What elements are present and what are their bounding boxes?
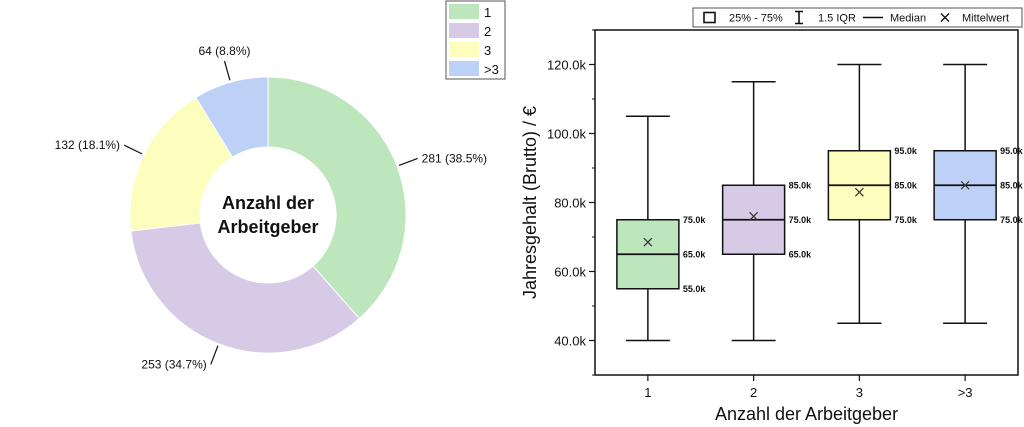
legend-label-3: >3	[484, 62, 499, 77]
donut-slice-label-3: 64 (8.8%)	[198, 44, 250, 58]
median-label-0: 65.0k	[683, 249, 707, 259]
mean-marker-2	[854, 187, 864, 197]
legend-label-0: 1	[484, 5, 491, 20]
x-tick-label-0: 1	[644, 385, 651, 400]
donut-leader-1	[210, 345, 219, 365]
q1-label-3: 75.0k	[1000, 215, 1024, 225]
legend-box-label: 25% - 75%	[729, 13, 783, 25]
donut-slice-1	[130, 222, 361, 354]
donut-center-label-line-0: Anzahl der	[222, 193, 314, 213]
legend-whisker-icon	[795, 10, 803, 25]
mean-marker-1	[749, 211, 759, 221]
legend-swatch-0	[449, 4, 479, 19]
mean-marker-3	[960, 180, 970, 190]
donut-slice-0	[267, 76, 407, 320]
donut-chart: 281 (38.5%) 253 (34.7%) 132 (18.1%) 64 (8.8…	[55, 44, 487, 371]
donut-slice-label-1: 253 (34.7%)	[141, 357, 206, 371]
median-label-1: 75.0k	[789, 215, 813, 225]
y-tick-label-3: 100.0k	[547, 127, 587, 142]
donut-slice-3	[195, 76, 269, 158]
y-tick-label-1: 60.0k	[554, 265, 586, 280]
y-axis-label: Jahresgehalt (Brutto) / €	[520, 106, 540, 299]
legend-mean-icon	[940, 13, 950, 22]
median-label-2: 85.0k	[894, 180, 918, 190]
legend-swatch-1	[449, 23, 479, 38]
q1-label-0: 55.0k	[683, 284, 707, 294]
legend-whisker-label: 1.5 IQR	[818, 13, 856, 25]
donut-legend: 1 2 3 >3	[445, 0, 506, 80]
y-tick-label-2: 80.0k	[554, 196, 586, 211]
x-axis-label: Anzahl der Arbeitgeber	[715, 404, 898, 424]
q1-label-1: 65.0k	[789, 249, 813, 259]
legend-label-2: 3	[484, 43, 491, 58]
x-tick-label-1: 2	[750, 385, 757, 400]
legend-mean-label: Mittelwert	[962, 13, 1009, 25]
q3-label-2: 95.0k	[894, 146, 918, 156]
q3-label-3: 95.0k	[1000, 146, 1024, 156]
q3-label-1: 85.0k	[789, 180, 813, 190]
donut-leader-2	[123, 144, 143, 155]
donut-slice-label-2: 132 (18.1%)	[55, 138, 120, 152]
donut-slice-label-0: 281 (38.5%)	[422, 151, 487, 165]
x-tick-label-2: 3	[856, 385, 863, 400]
x-tick-label-3: >3	[958, 385, 973, 400]
q1-label-2: 75.0k	[894, 215, 918, 225]
y-tick-label-4: 120.0k	[547, 58, 587, 73]
mean-marker-0	[643, 237, 653, 247]
box-legend-frame	[692, 7, 1023, 28]
legend-swatch-3	[449, 61, 479, 76]
donut-leader-0	[398, 157, 418, 167]
median-label-3: 85.0k	[1000, 180, 1024, 190]
y-tick-label-0: 40.0k	[554, 334, 586, 349]
legend-swatch-2	[449, 42, 479, 57]
donut-slice-2	[129, 96, 234, 232]
legend-median-label: Median	[890, 13, 926, 25]
legend-label-1: 2	[484, 24, 491, 39]
q3-label-0: 75.0k	[683, 215, 707, 225]
donut-leader-3	[223, 60, 231, 81]
donut-center-label-line-1: Arbeitgeber	[217, 217, 318, 237]
legend-box-icon	[703, 11, 716, 24]
